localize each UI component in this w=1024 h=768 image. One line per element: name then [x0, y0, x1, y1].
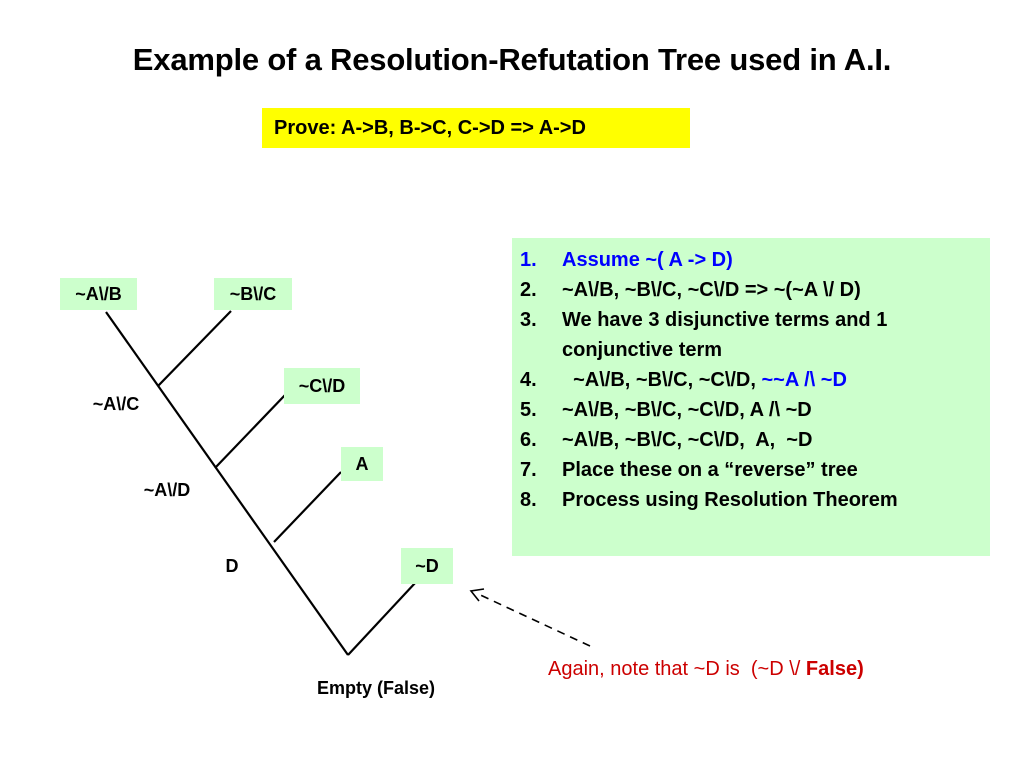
clause-notC-or-D: ~C\/D: [284, 368, 360, 404]
clause-A: A: [341, 447, 383, 481]
false-note: Again, note that ~D is (~D \/ False): [548, 658, 864, 680]
clause-notA-or-B: ~A\/B: [60, 278, 137, 310]
resolvent-notA-or-C: ~A\/C: [92, 393, 140, 414]
edge-notD: [347, 581, 417, 656]
edge-A: [273, 471, 342, 543]
proof-step-7: 7.Place these on a “reverse” tree: [520, 459, 858, 481]
clause-notB-or-C: ~B\/C: [214, 278, 292, 310]
resolvent-notA-or-D: ~A\/D: [143, 479, 191, 500]
proof-steps-box: 1.Assume ~( A -> D) 2.~A\/B, ~B\/C, ~C\/…: [512, 238, 990, 556]
edge-notBorC: [157, 310, 232, 387]
prove-statement: Prove: A->B, B->C, C->D => A->D: [262, 108, 690, 148]
proof-step-5: 5.~A\/B, ~B\/C, ~C\/D, A /\ ~D: [520, 399, 812, 421]
proof-steps-list: 1.Assume ~( A -> D) 2.~A\/B, ~B\/C, ~C\/…: [520, 245, 984, 515]
proof-step-8: 8.Process using Resolution Theorem: [520, 489, 898, 511]
clause-notD: ~D: [401, 548, 453, 584]
refutation-arrow: [469, 588, 591, 647]
proof-step-2: 2.~A\/B, ~B\/C, ~C\/D => ~(~A \/ D): [520, 279, 861, 301]
proof-step-4: 4. ~A\/B, ~B\/C, ~C\/D, ~~A /\ ~D: [520, 369, 847, 391]
edge-notCorD: [214, 393, 287, 469]
edge-notAorB: [105, 311, 349, 656]
slide-title: Example of a Resolution-Refutation Tree …: [132, 42, 892, 77]
proof-step-6: 6.~A\/B, ~B\/C, ~C\/D, A, ~D: [520, 429, 813, 451]
proof-step-3: 3.We have 3 disjunctive terms and 1 conj…: [520, 309, 888, 361]
proof-step-1: 1.Assume ~( A -> D): [520, 249, 733, 271]
empty-clause-root: Empty (False): [316, 677, 436, 698]
resolvent-D: D: [225, 555, 239, 576]
